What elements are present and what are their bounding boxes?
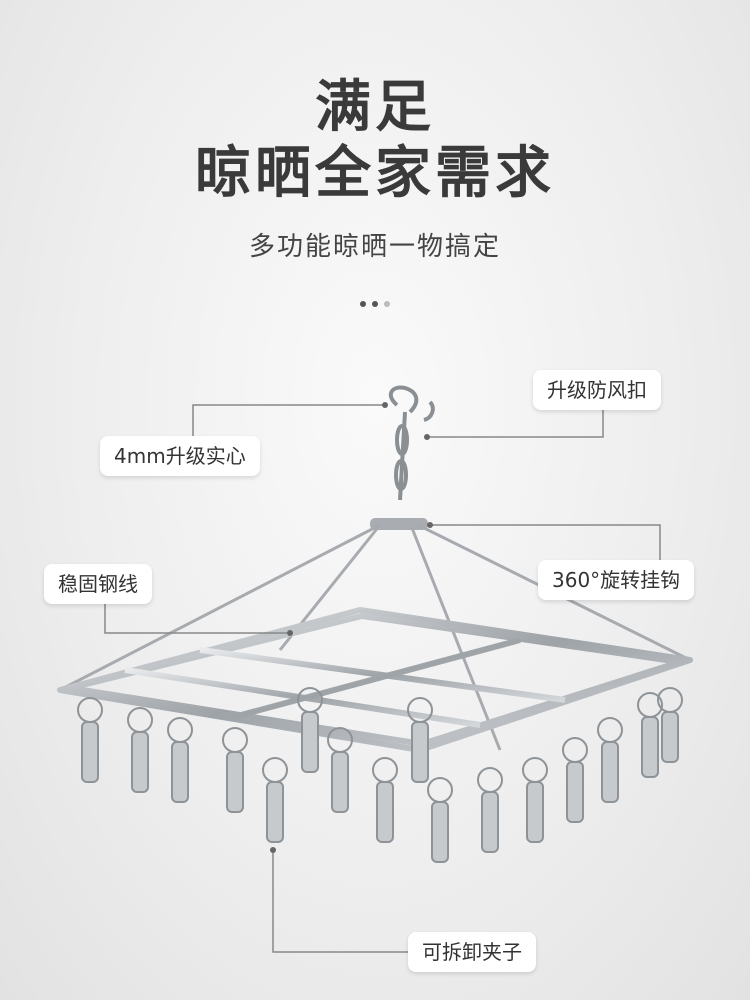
callout-steel-wire: 稳固钢线 <box>44 564 152 604</box>
callout-removable-clips: 可拆卸夹子 <box>408 932 536 972</box>
callout-rotating-hook: 360°旋转挂钩 <box>538 560 695 600</box>
clips <box>77 687 683 863</box>
callout-solid-wire: 4mm升级实心 <box>100 436 260 476</box>
subtitle: 多功能晾晒一物搞定 <box>248 232 501 262</box>
callout-windproof-buckle: 升级防风扣 <box>533 370 661 410</box>
hook-icon <box>388 385 435 501</box>
headline-line-1: 满足 <box>315 75 435 140</box>
pagination-dot <box>372 301 378 307</box>
pagination-dot <box>384 301 390 307</box>
pagination-dot <box>360 301 366 307</box>
swivel-plate <box>370 518 428 530</box>
pagination-dots <box>0 292 750 311</box>
headline-line-2: 晾晒全家需求 <box>195 141 555 206</box>
